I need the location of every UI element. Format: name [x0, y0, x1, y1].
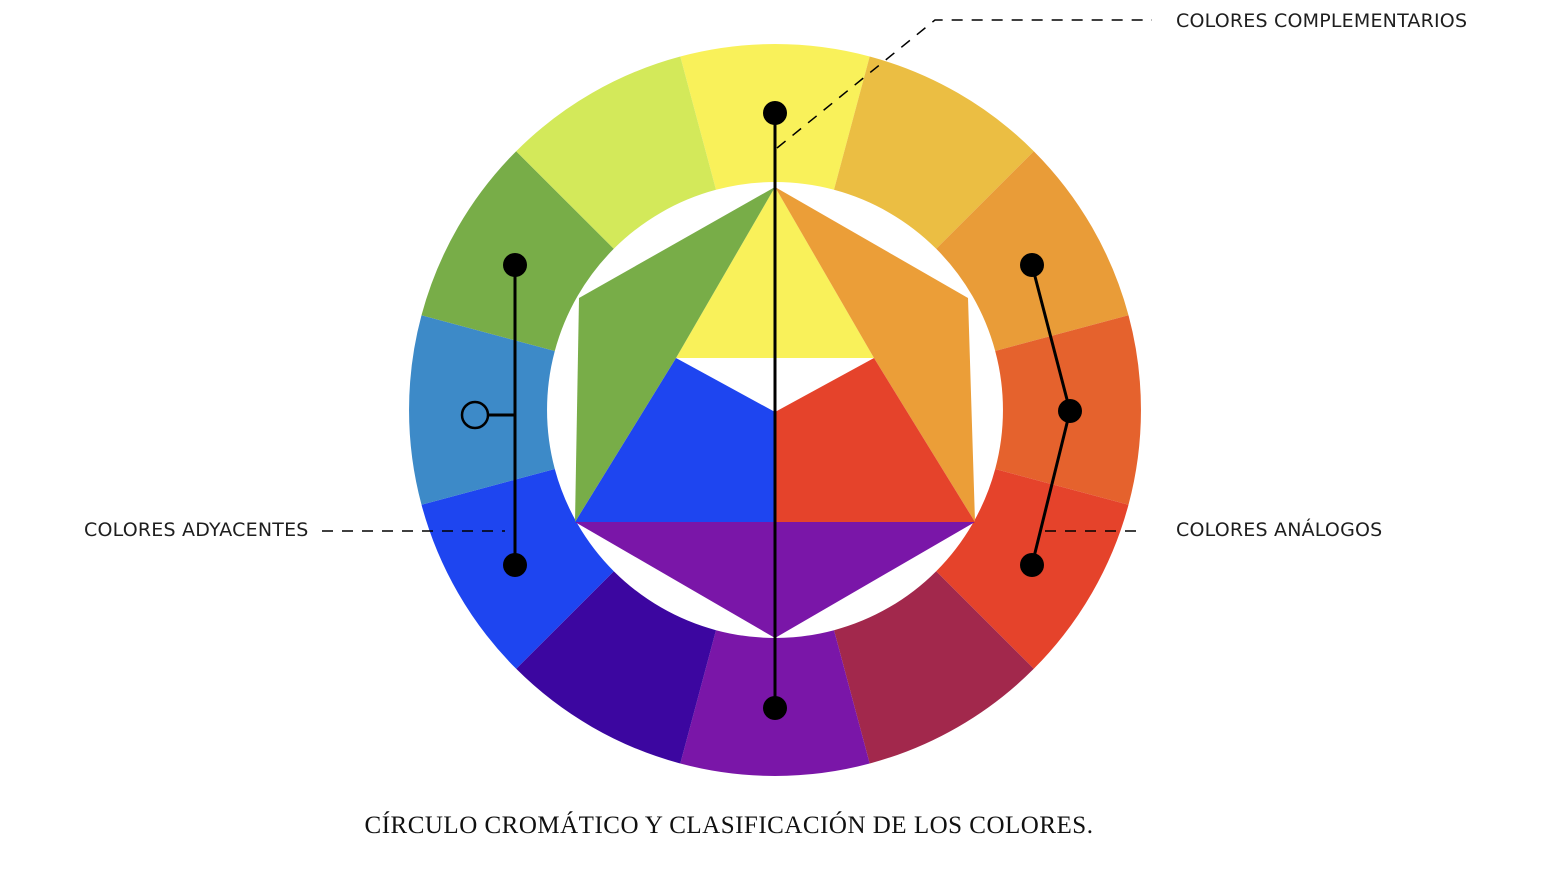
hex-orange-section	[775, 187, 975, 522]
complementary-leader-line	[776, 19, 1152, 149]
hex-blue-triangle	[575, 358, 775, 522]
adjacent-center-marker	[460, 400, 490, 430]
ring-segment-yellow-orange	[834, 56, 1034, 249]
ring-segment-orange	[936, 151, 1129, 351]
adjacent-top-marker	[503, 253, 527, 277]
analogous-bottom-marker	[1020, 553, 1044, 577]
color-ring	[409, 44, 1141, 776]
ring-segment-blue-green	[409, 315, 555, 505]
hex-red-triangle	[775, 358, 975, 522]
diagram-caption: CÍRCULO CROMÁTICO Y CLASIFICACIÓN DE LOS…	[364, 812, 1094, 839]
analogous-top-marker	[1020, 253, 1044, 277]
complementary-top-marker	[763, 101, 787, 125]
annotation-markers	[460, 101, 1082, 720]
label-adjacent-colors: COLORES ADYACENTES	[84, 519, 309, 541]
ring-segment-green	[421, 151, 614, 351]
ring-segment-yellow-green	[516, 56, 716, 249]
label-complementary-colors: COLORES COMPLEMENTARIOS	[1176, 10, 1468, 32]
ring-segment-blue-violet	[516, 571, 716, 764]
hex-green-section	[575, 187, 775, 522]
adjacent-bottom-marker	[503, 553, 527, 577]
complementary-bottom-marker	[763, 696, 787, 720]
label-analogous-colors: COLORES ANÁLOGOS	[1176, 519, 1383, 541]
ring-segment-red-violet	[834, 571, 1034, 764]
analogous-middle-marker	[1058, 399, 1082, 423]
